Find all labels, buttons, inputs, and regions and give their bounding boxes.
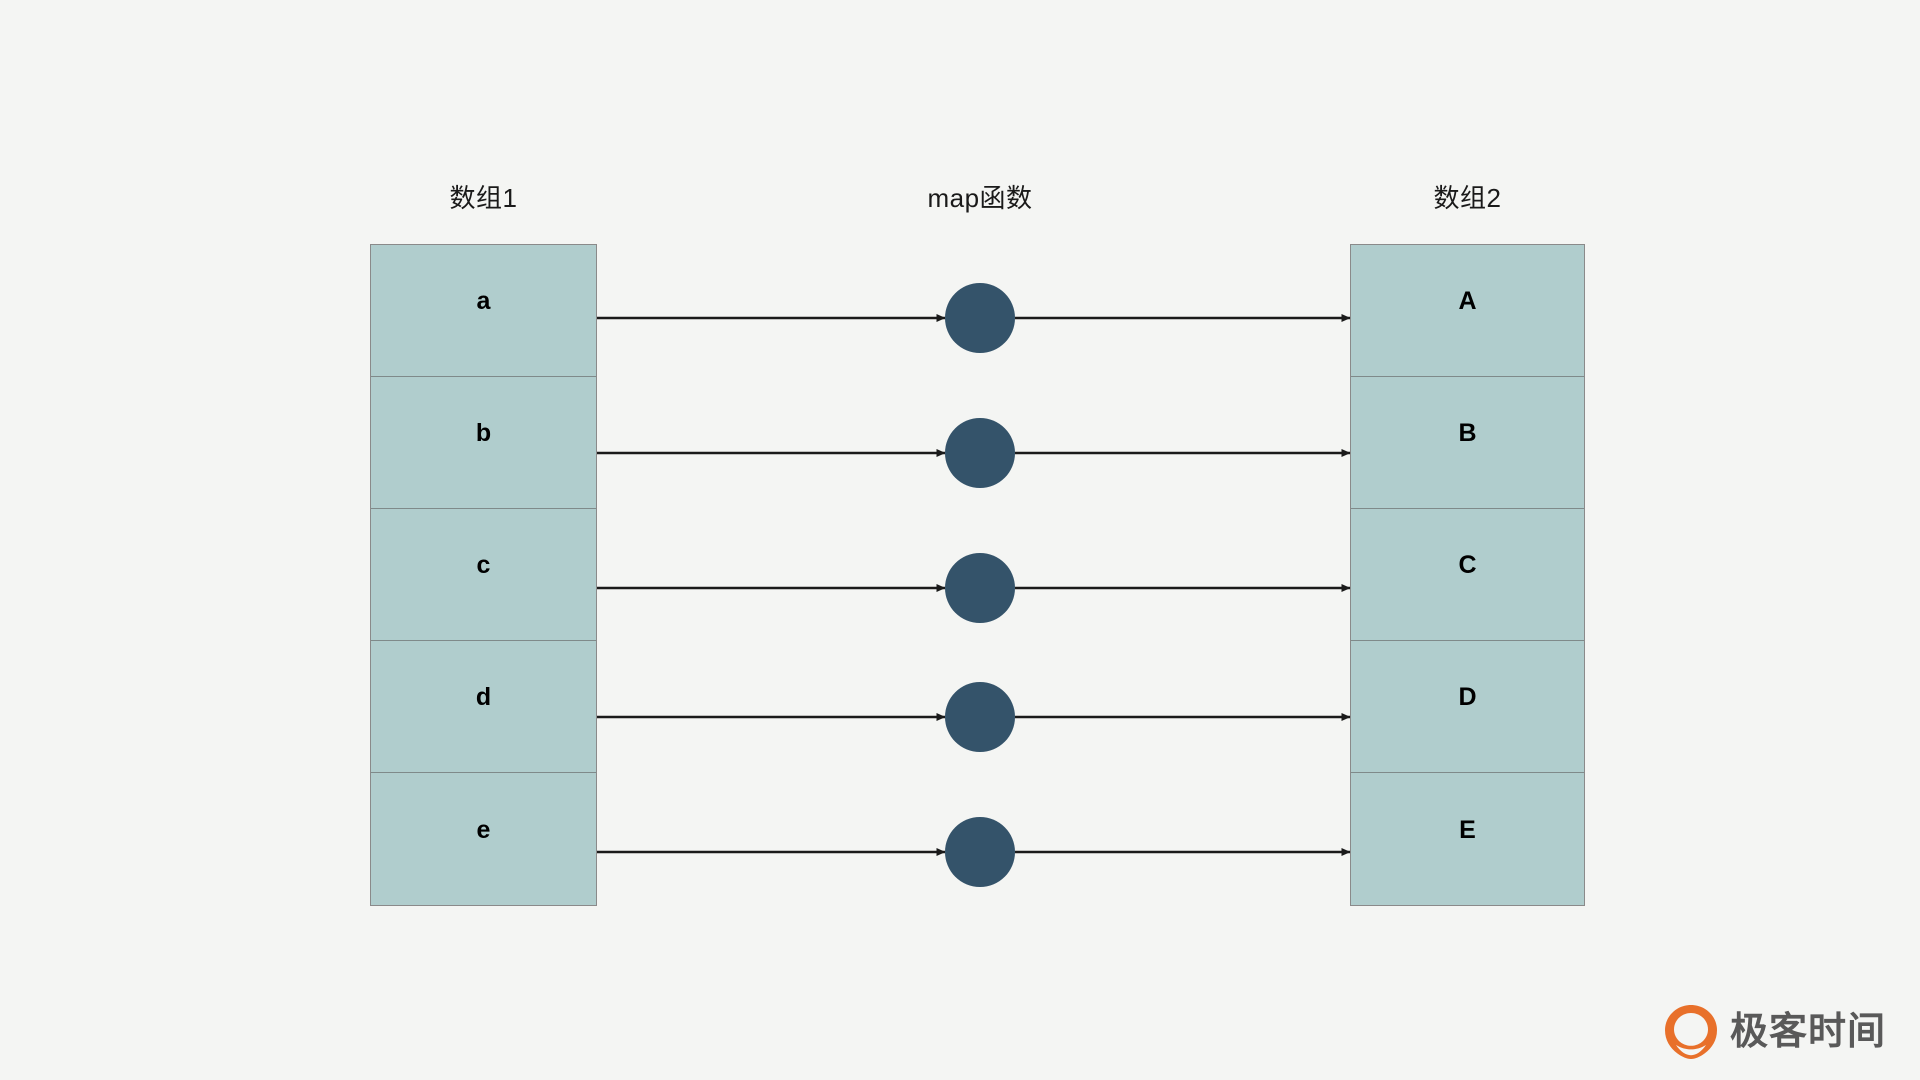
source-cell-label: b bbox=[475, 419, 492, 447]
source-cell-label: a bbox=[476, 287, 491, 315]
target-cell-label: E bbox=[1459, 815, 1476, 844]
target-cell-label: B bbox=[1458, 419, 1477, 447]
map-function-node bbox=[945, 682, 1015, 752]
target-array: A B C D E bbox=[1350, 244, 1585, 906]
target-cell: E bbox=[1351, 773, 1584, 905]
map-function-node bbox=[945, 418, 1015, 488]
source-cell-label: d bbox=[475, 683, 492, 711]
source-cell: d bbox=[371, 641, 596, 773]
map-function-node bbox=[945, 283, 1015, 353]
target-cell: B bbox=[1351, 377, 1584, 509]
source-cell: c bbox=[371, 509, 596, 641]
map-function-node bbox=[945, 817, 1015, 887]
source-array: a b c d e bbox=[370, 244, 597, 906]
target-cell: A bbox=[1351, 245, 1584, 377]
source-cell: e bbox=[371, 773, 596, 905]
target-cell: D bbox=[1351, 641, 1584, 773]
column-title-map-function: map函数 bbox=[927, 183, 1033, 213]
target-cell-label: D bbox=[1458, 683, 1477, 711]
watermark: 极客时间 bbox=[1664, 1004, 1886, 1060]
source-cell-label: c bbox=[476, 551, 491, 579]
column-title-source: 数组1 bbox=[449, 183, 518, 213]
target-cell: C bbox=[1351, 509, 1584, 641]
target-cell-label: C bbox=[1458, 551, 1477, 579]
source-cell: b bbox=[371, 377, 596, 509]
geektime-logo-icon bbox=[1665, 1005, 1717, 1059]
target-cell-label: A bbox=[1458, 287, 1477, 315]
source-cell: a bbox=[371, 245, 596, 377]
map-function-node bbox=[945, 553, 1015, 623]
column-title-target: 数组2 bbox=[1433, 183, 1502, 213]
watermark-brand-text: 极客时间 bbox=[1730, 1011, 1887, 1053]
source-cell-label: e bbox=[476, 815, 491, 844]
